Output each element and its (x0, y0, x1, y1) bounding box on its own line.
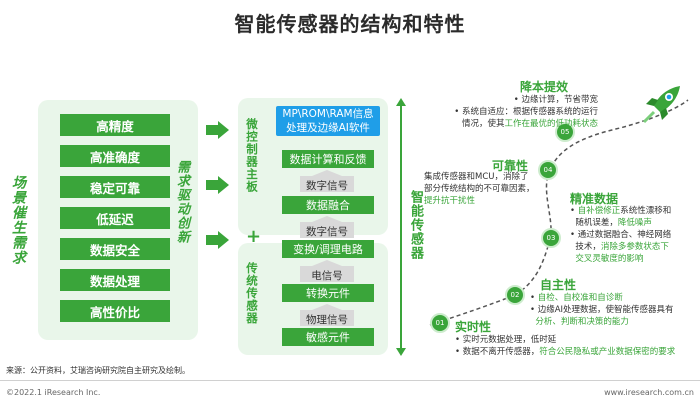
data-calc-box: 数据计算和反馈 (282, 150, 374, 168)
feature-01-text: • 实时元数据处理，低时延 • 数据不离开传感器，符合公民隐私或产业数据保密的要… (455, 335, 676, 357)
up-arrow-1 (312, 170, 342, 176)
rocket-icon (642, 86, 680, 124)
up-arrow-3 (312, 260, 342, 266)
plus-sign: + (246, 226, 262, 247)
need-item: 稳定可靠 (60, 176, 170, 198)
range-line (400, 104, 402, 350)
step-05-icon: 05 (555, 122, 575, 142)
feature-03-title: 精准数据 (570, 192, 619, 206)
copyright: ©2022.1 iResearch Inc. (6, 388, 101, 397)
up-arrow-4 (312, 304, 342, 310)
trad-label: 传统传感器 (245, 262, 259, 325)
feature-04-text: 集成传感器和MCU，消除了 部分传统结构的不可靠因素， 提升抗干扰性 (424, 172, 535, 206)
electric-signal: 电信号 (311, 270, 343, 282)
needs-drive-label: 需求驱动创新 (174, 160, 189, 244)
step-01-icon: 01 (430, 313, 450, 333)
feature-02-title: 自主性 (540, 278, 577, 292)
digital-signal-2: 数字信号 (306, 226, 348, 238)
step-02-icon: 02 (505, 285, 525, 305)
convert-box: 转换元件 (282, 284, 374, 302)
up-arrow-2 (312, 216, 342, 222)
feature-02-text: • 自检、自校准和自诊断 • 边缘AI处理数据，使智能传感器具有 分析、判断和决… (530, 293, 674, 327)
footer-url: www.iresearch.com.cn (604, 388, 694, 397)
up-bar-3 (300, 266, 354, 282)
range-arrow-top (396, 98, 406, 106)
range-arrow-bottom (396, 348, 406, 356)
step-03-icon: 03 (541, 228, 561, 248)
mp-box: MP\ROM\RAM信息处理及边缘AI软件 (276, 106, 380, 136)
feature-04-title: 可靠性 (492, 159, 529, 173)
up-bar-1 (300, 176, 354, 192)
up-bar-2 (300, 222, 354, 238)
feature-05-text: • 边缘计算，节省带宽 • 系统自适应：根据传感器系统的运行 情况，使其工作在最… (454, 95, 598, 129)
step-04-icon: 04 (538, 160, 558, 180)
need-item: 数据处理 (60, 269, 170, 291)
need-item: 数据安全 (60, 238, 170, 260)
smart-sensor-label: 智能传感器 (408, 190, 423, 260)
page-title: 智能传感器的结构和特性 (234, 12, 466, 36)
transform-box: 变换/调理电路 (282, 240, 374, 258)
feature-03-text: • 自补偿修正系统性漂移和 随机误差，降低噪声 • 通过数据融合、神经网络 技术… (570, 206, 672, 264)
need-item: 高准确度 (60, 145, 170, 167)
up-bar-4 (300, 310, 354, 326)
sensitive-box: 敏感元件 (282, 328, 374, 346)
physical-signal: 物理信号 (306, 314, 348, 326)
feature-01-title: 实时性 (455, 320, 492, 334)
growth-path (429, 99, 689, 326)
footer-divider (0, 380, 700, 381)
micro-label: 微控制器主板 (245, 118, 259, 193)
need-item: 低延迟 (60, 207, 170, 229)
source-note: 来源：公开资料，艾瑞咨询研究院自主研究及绘制。 (6, 366, 190, 375)
digital-signal-1: 数字信号 (306, 180, 348, 192)
data-fusion-box: 数据融合 (282, 196, 374, 214)
need-item: 高精度 (60, 114, 170, 136)
feature-05-title: 降本提效 (520, 80, 569, 94)
scene-need-label: 场景催生需求 (10, 175, 26, 265)
need-item: 高性价比 (60, 300, 170, 322)
